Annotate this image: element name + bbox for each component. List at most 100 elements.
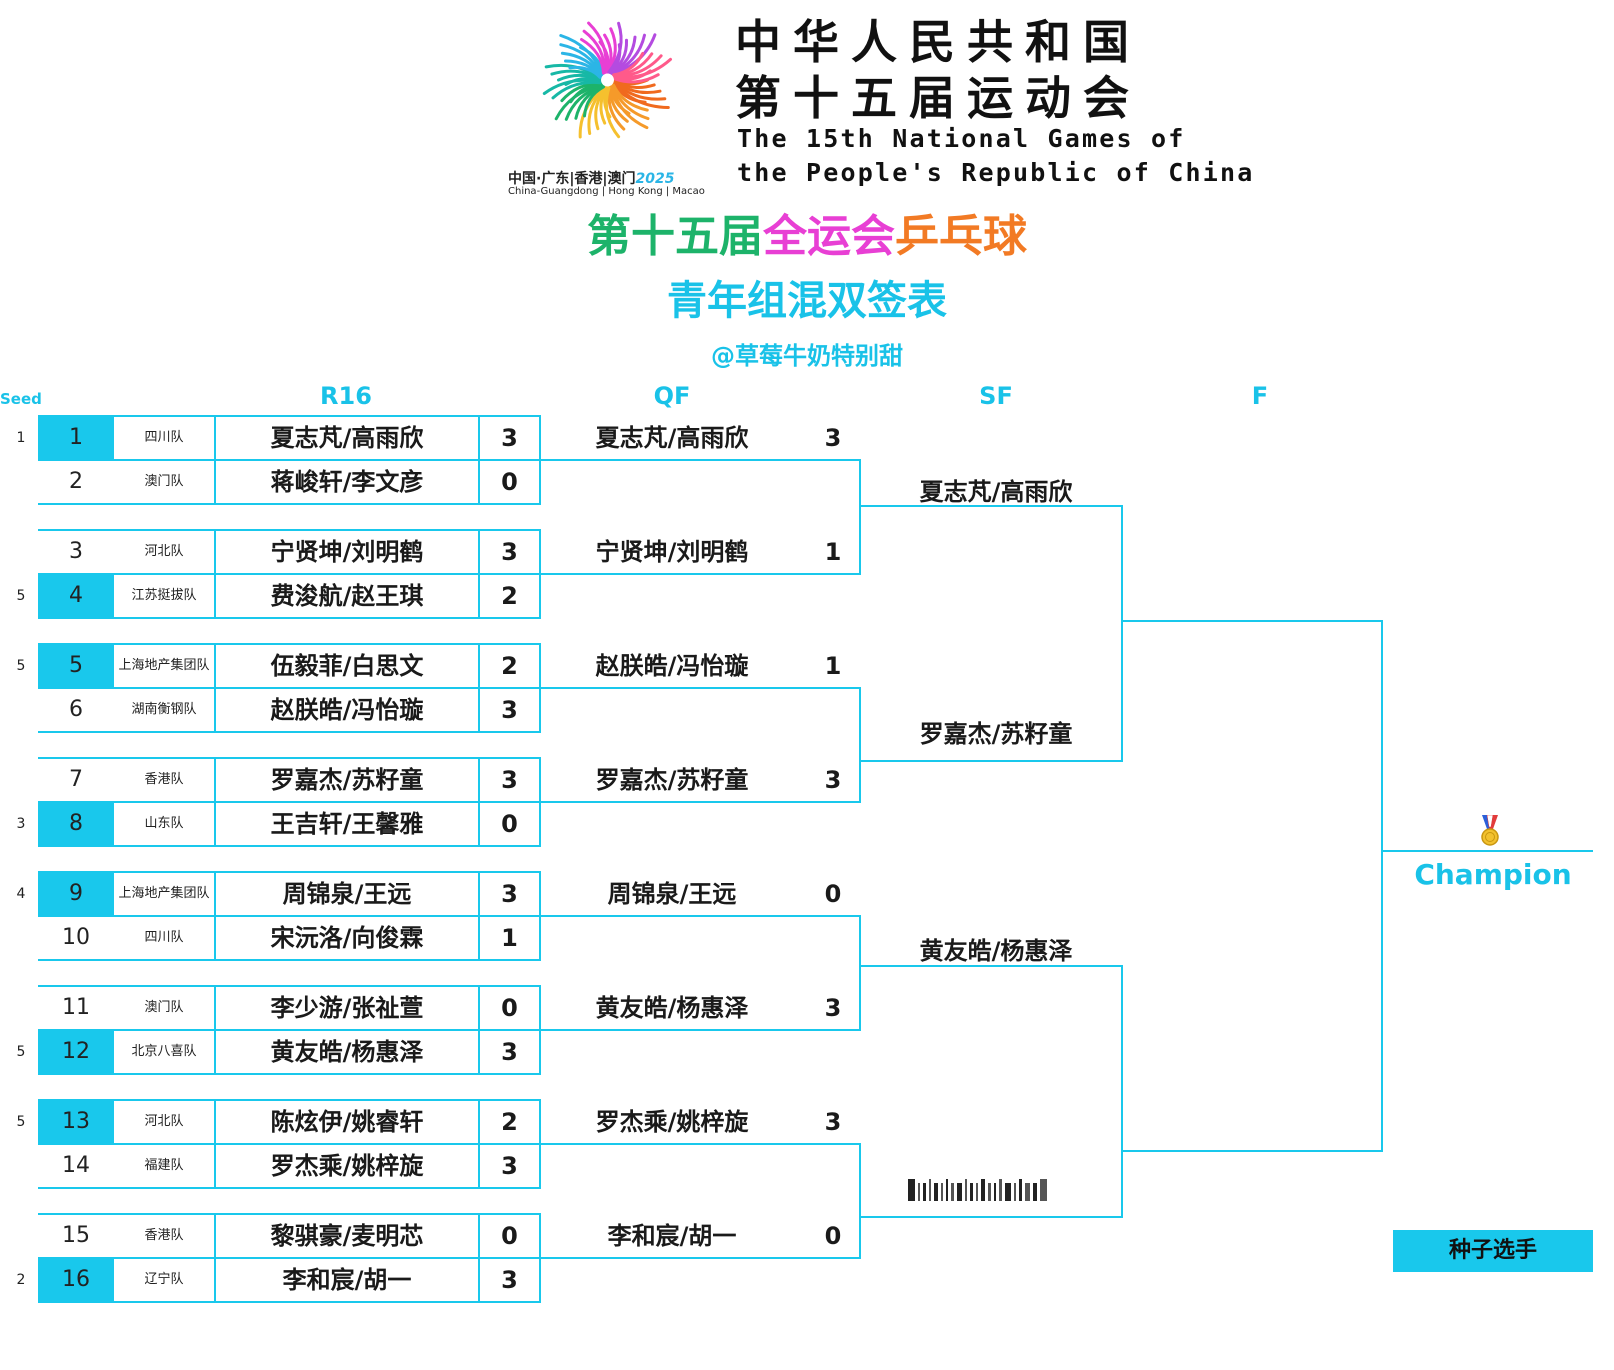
draw-number: 4 [38,574,114,618]
team-name: 四川队 [144,430,184,445]
player-pair: 黎骐豪/麦明芯 [270,1222,424,1250]
redaction-bar [934,1183,938,1201]
draw-number: 16 [38,1258,114,1302]
bracket-line [38,529,541,531]
page-title-part2: 全运会 [763,211,895,262]
column-header-r16: R16 [320,382,372,410]
team-name: 湖南衡钢队 [131,702,197,717]
team-name: 上海地产集团队 [118,658,210,673]
player-pair: 赵朕皓/冯怡璇 [270,696,424,724]
bracket-line [541,1143,859,1145]
draw-number: 15 [62,1223,90,1248]
cell-divider [214,688,216,732]
column-header-qf: QF [653,382,691,410]
cell-divider [478,574,480,618]
player-pair: 罗嘉杰/苏籽童 [270,766,424,794]
seed-number: 5 [16,588,26,604]
match-score: 3 [501,766,518,794]
draw-number: 13 [38,1100,114,1144]
bracket-line [38,1099,541,1101]
cell-divider [214,1258,216,1302]
team-name: 河北队 [144,544,184,559]
cell-divider [214,986,216,1030]
column-header-seed: Seed [0,390,42,408]
redaction-bar [908,1179,915,1201]
cell-divider [539,758,541,802]
cell-divider [478,758,480,802]
cell-divider [478,872,480,916]
team-name: 四川队 [144,930,184,945]
team-name: 上海地产集团队 [118,886,210,901]
player-pair: 费浚航/赵王琪 [270,582,424,610]
player-pair: 罗杰乘/姚梓旋 [270,1152,424,1180]
bracket-line [38,731,541,733]
redaction-bar [994,1183,996,1201]
match-score: 0 [501,468,518,496]
cell-divider [478,802,480,846]
draw-number: 1 [38,416,114,460]
bracket-line [38,1257,541,1259]
cell-divider [214,416,216,460]
qf-score: 3 [824,1108,842,1136]
redaction-bar [1033,1183,1037,1201]
cell-divider [478,688,480,732]
bracket-line [38,915,541,917]
cell-divider [539,416,541,460]
page-title-part1: 第十五届 [587,211,763,262]
logo-caption-cn: 中国·广东|香港|澳门2025 [508,171,675,187]
cell-divider [478,460,480,504]
bracket-line [38,985,541,987]
cell-divider [539,916,541,960]
seed-number: 5 [16,1044,26,1060]
player-pair: 李少游/张祉萱 [270,994,424,1022]
team-name: 福建队 [144,1158,184,1173]
draw-number: 6 [69,697,83,722]
draw-number: 11 [62,995,90,1020]
match-score: 3 [501,1038,518,1066]
author-watermark: @草莓牛奶特别甜 [711,342,903,370]
bracket-line [1121,505,1123,762]
cell-divider [478,1100,480,1144]
player-pair: 黄友皓/杨惠泽 [270,1038,424,1066]
cell-divider [539,574,541,618]
cell-divider [214,574,216,618]
cell-divider [539,688,541,732]
redaction-bar [976,1183,978,1201]
redaction-bar [970,1183,973,1201]
player-pair: 宋沅洛/向俊霖 [270,924,424,952]
bracket-line [38,1073,541,1075]
cell-divider [539,644,541,688]
seed-number [14,758,28,802]
draw-number: 5 [38,644,114,688]
seed-number [14,916,28,960]
sf-player-pair: 罗嘉杰/苏籽童 [919,720,1073,748]
bracket-line [859,459,861,575]
bracket-line [38,1187,541,1189]
player-pair: 周锦泉/王远 [282,880,412,908]
bracket-line [38,503,541,505]
cell-divider [478,644,480,688]
bracket-line [859,687,861,803]
cell-divider [214,1144,216,1188]
cell-divider [539,872,541,916]
bracket-line [541,801,859,803]
qf-player-pair: 周锦泉/王远 [607,880,737,908]
gold-medal-icon [1481,815,1499,846]
bracket-line [38,757,541,759]
player-pair: 王吉轩/王馨雅 [270,810,424,838]
logo-petal [613,73,660,84]
cell-divider [539,460,541,504]
cell-divider [539,1100,541,1144]
match-score: 1 [501,924,518,952]
bracket-line [859,1216,1121,1218]
team-name: 香港队 [144,1228,184,1243]
cell-divider [478,986,480,1030]
bracket-line [38,415,541,417]
team-name: 香港队 [144,772,184,787]
